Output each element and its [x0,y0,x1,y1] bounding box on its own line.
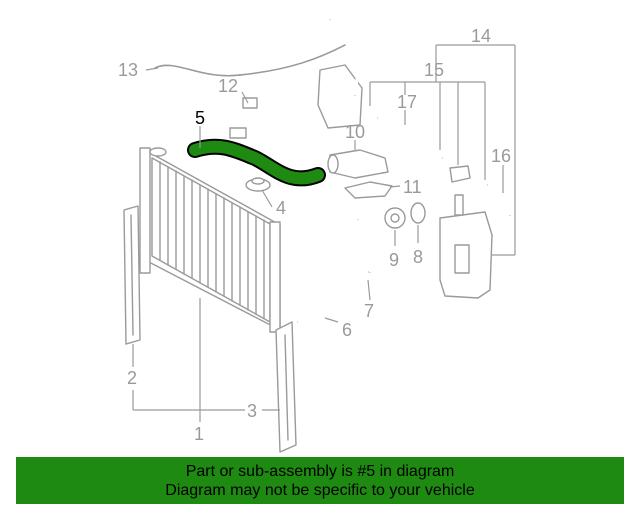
callout-12: 12 [218,76,238,96]
callout-8: 8 [413,247,423,267]
radiator-cap [245,177,271,192]
callout-15: 15 [424,60,444,80]
bypass-pipe [229,93,331,139]
callout-14: 14 [471,26,491,46]
callout-11: 11 [403,177,422,197]
callout-5: 5 [195,108,205,128]
callout-7: 7 [364,301,374,321]
coolant-reservoir [439,165,493,299]
upper-radiator-hose-highlighted [187,138,326,187]
lower-radiator-hose [296,266,370,328]
callout-9: 9 [389,250,399,270]
callout-17: 17 [397,92,417,112]
gasket [344,181,393,199]
reservoir-vent-hose [487,183,512,216]
callout-3: 3 [247,401,257,421]
callout-13: 13 [118,60,138,80]
lower-hose [349,217,376,273]
o-ring [410,202,426,224]
reservoir-hose [377,116,443,160]
radiator [139,147,281,333]
parts-diagram: 13 12 5 10 11 4 9 8 7 6 2 3 1 14 15 17 1… [118,19,516,453]
callout-16: 16 [491,146,511,166]
side-panel-left [123,205,141,345]
callout-labels: 13 12 5 10 11 4 9 8 7 6 2 3 1 14 15 17 1… [118,26,511,444]
leader-lines [132,44,516,422]
callout-10: 10 [345,122,365,142]
callout-4: 4 [276,198,286,218]
side-panel-right [275,321,297,453]
info-banner: Part or sub-assembly is #5 in diagram Di… [16,457,624,504]
callout-2: 2 [127,368,137,388]
water-outlet [317,19,389,179]
callout-6: 6 [342,320,352,340]
banner-line-2: Diagram may not be specific to your vehi… [165,482,475,499]
thermostat [384,207,406,229]
banner-line-1: Part or sub-assembly is #5 in diagram [185,463,455,480]
overflow-hose [154,44,346,77]
callout-1: 1 [194,424,204,444]
